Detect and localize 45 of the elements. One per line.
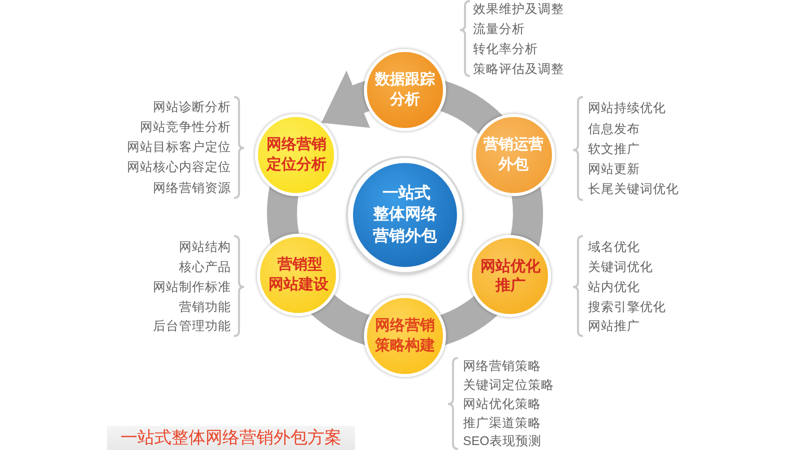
list-item: 网络营销资源 bbox=[153, 180, 231, 196]
list-item: 网站竞争性分析 bbox=[140, 119, 231, 135]
list-item: 网站结构 bbox=[179, 239, 231, 255]
list-item: 信息发布 bbox=[588, 121, 640, 137]
circle-label: 营销运营外包 bbox=[483, 135, 544, 176]
list-item: 软文推广 bbox=[588, 141, 640, 157]
ring-segment bbox=[440, 296, 498, 346]
list-item: 流量分析 bbox=[473, 21, 525, 37]
ring-segment bbox=[310, 294, 370, 346]
arrow bbox=[321, 70, 370, 128]
list-item: 搜索引擎优化 bbox=[588, 299, 666, 315]
title-banner: 一站式整体网络营销外包方案 bbox=[107, 426, 355, 450]
list-item: 网站更新 bbox=[588, 161, 640, 177]
list-item: 网站持续优化 bbox=[588, 100, 666, 116]
ring-segment bbox=[267, 186, 299, 244]
list-item: 转化率分析 bbox=[473, 41, 538, 57]
circle-label: 网站优化推广 bbox=[480, 256, 541, 296]
ring-segment bbox=[440, 80, 503, 134]
list-item: 网站优化策略 bbox=[463, 396, 541, 412]
list-item: 后台管理功能 bbox=[153, 318, 231, 334]
step-circle bbox=[364, 295, 446, 377]
list-item: 网站目标客户定位 bbox=[127, 139, 231, 155]
list-item: 营销功能 bbox=[179, 299, 231, 315]
circle-label: 网络营销定位分析 bbox=[266, 135, 327, 176]
circle-label: 营销型网站建设 bbox=[268, 254, 329, 294]
circle-label: 一站式整体网络营销外包 bbox=[372, 184, 438, 247]
circle-label: 数据跟踪分析 bbox=[374, 70, 436, 110]
step-circle bbox=[364, 49, 446, 131]
list-item: 网络营销策略 bbox=[463, 358, 541, 374]
list-item: 网站诊断分析 bbox=[153, 99, 231, 115]
list-item: 核心产品 bbox=[179, 259, 231, 275]
list-item: 网站推广 bbox=[588, 318, 640, 334]
list-item: 效果维护及调整 bbox=[473, 1, 564, 17]
circle-label: 网络营销策略构建 bbox=[374, 316, 436, 356]
list-item: 站内优化 bbox=[588, 279, 640, 295]
list-item: 关键词优化 bbox=[588, 259, 653, 275]
list-item: 推广渠道策略 bbox=[463, 415, 541, 431]
ring-segment bbox=[510, 186, 543, 247]
list-item: SEO表现预测 bbox=[463, 433, 542, 449]
list-item: 域名优化 bbox=[588, 239, 640, 255]
list-item: 关键词定位策略 bbox=[463, 377, 554, 393]
list-item: 长尾关键词优化 bbox=[588, 181, 679, 197]
list-item: 网站制作标准 bbox=[153, 279, 231, 295]
list-item: 网站核心内容定位 bbox=[127, 159, 231, 175]
list-item: 策略评估及调整 bbox=[473, 61, 564, 77]
